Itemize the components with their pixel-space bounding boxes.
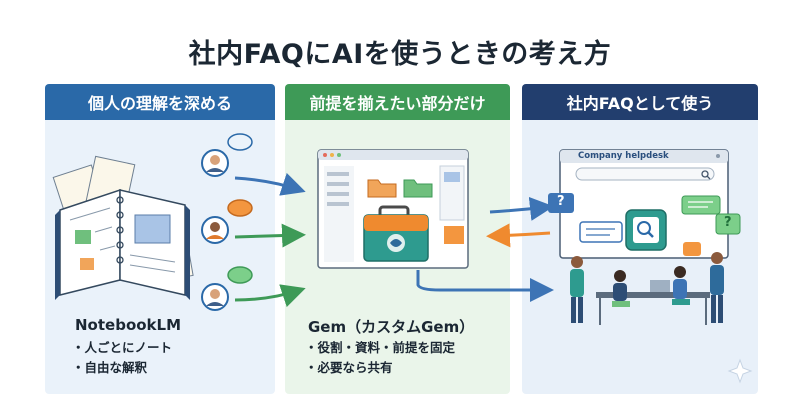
speech-bubble-icon: [227, 266, 253, 284]
search-icon: [575, 167, 715, 181]
open-notebook-icon: [52, 155, 194, 300]
tool-name-gem: Gem（カスタムGem）: [308, 318, 475, 336]
list-item: 必要なら共有: [305, 358, 455, 378]
browser-window-icon: [317, 149, 469, 269]
folder-icon: [367, 179, 433, 198]
list-item: 自由な解釈: [72, 358, 172, 378]
list-item: 役割・資料・前提を固定: [305, 338, 456, 358]
speech-bubble-icon: [227, 199, 253, 217]
bubble-question-mark: ?: [557, 194, 565, 209]
column-header-faq: 社内FAQとして使う: [522, 84, 758, 120]
speech-bubble-icon: [548, 193, 741, 256]
sparkle-icon: [727, 358, 753, 384]
person-icon: [201, 216, 229, 244]
column-header-gem: 前提を揃えたい部分だけ: [285, 84, 510, 120]
magnifier-app-icon: [625, 209, 667, 251]
column-header-personal: 個人の理解を深める: [45, 84, 275, 120]
bubble-question-mark: ?: [724, 215, 732, 230]
speech-bubble-icon: [227, 133, 253, 151]
person-icon: [201, 149, 229, 177]
team-people-icon: [570, 252, 724, 325]
helpdesk-title: Company helpdesk: [578, 151, 669, 161]
person-icon: [201, 283, 229, 311]
toolbox-icon: [363, 205, 429, 262]
bullets-notebooklm: 人ごとにノート 自由な解釈: [72, 338, 173, 378]
bullets-gem: 役割・資料・前提を固定 必要なら共有: [305, 338, 456, 378]
tool-name-notebooklm: NotebookLM: [75, 316, 182, 334]
page-title: 社内FAQにAIを使うときの考え方: [188, 39, 612, 70]
list-item: 人ごとにノート: [72, 338, 173, 358]
